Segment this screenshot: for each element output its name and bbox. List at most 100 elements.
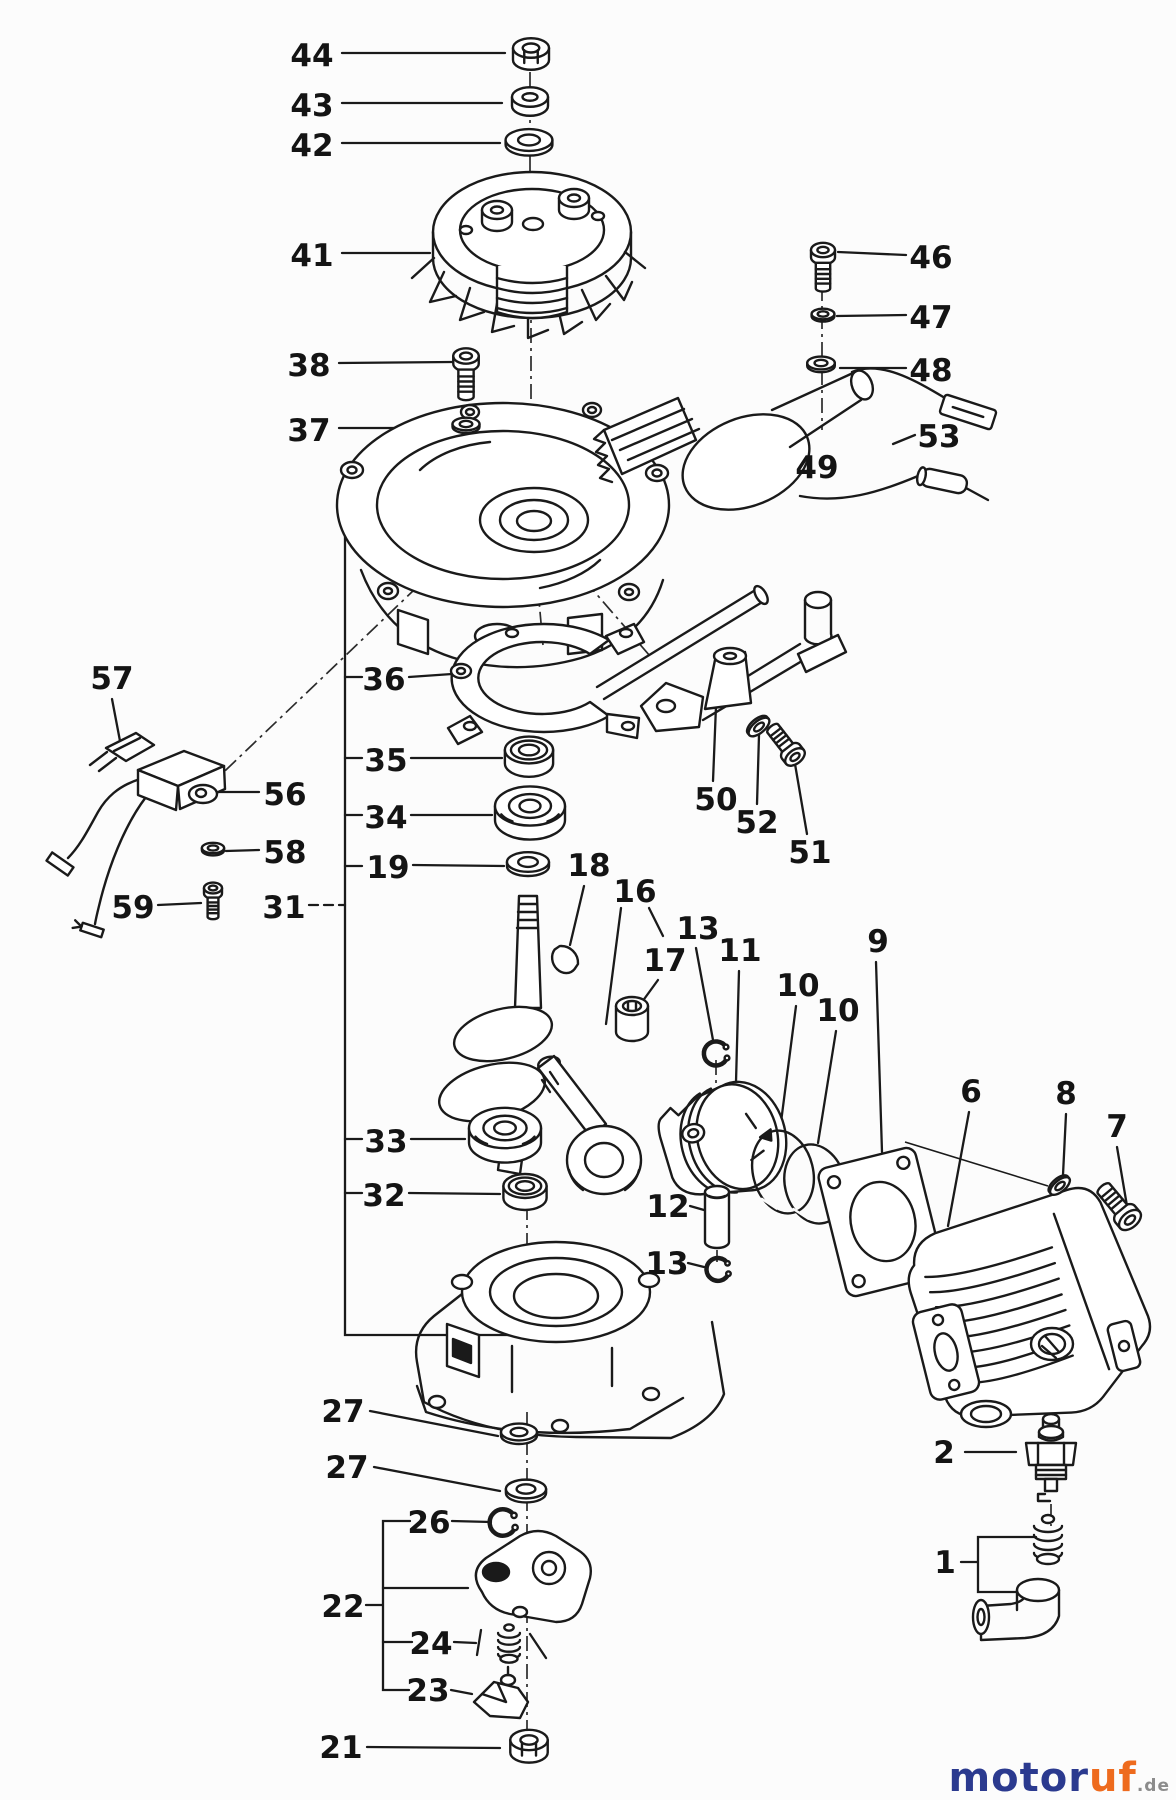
part-number-label: 21 [319,1730,362,1766]
flywheel-drawing [410,170,647,340]
spade-terminal-drawing [938,393,998,431]
part-number-label: 10 [776,968,819,1004]
part-number-label: 33 [364,1124,407,1160]
leader-line [640,978,660,1004]
module-washer-drawing [201,842,225,856]
ball-bearing-upper-drawing [494,785,566,841]
bolt-washer-drawing [451,417,481,434]
piston-ring-drawing [750,1129,816,1215]
assembly-centerline [547,537,651,657]
shaft-nut-drawing [509,1728,549,1764]
leader-lines [110,51,1129,1750]
leader-line [688,1204,706,1212]
cam-spring-drawing [497,1623,521,1664]
rotor-cam-drawing [474,1529,592,1624]
coil-flat-washer-drawing [806,356,836,373]
flange-bolt-drawing [452,347,480,402]
crankcase-lower-drawing [414,1240,726,1440]
watermark-suffix: .de [1137,1776,1170,1796]
ignition-coil-drawing [592,367,998,701]
ignition-module-drawing [45,731,227,939]
module-screw-drawing [203,881,223,920]
part-number-label: 50 [694,782,737,818]
part-number-label: 58 [263,835,306,871]
leader-line [407,1191,502,1196]
mount-bolt-drawing [761,718,809,771]
piston-pin-drawing [703,1184,731,1250]
part-number-label: 53 [917,419,960,455]
watermark-brand-blue: motor [948,1755,1089,1800]
mount-tab-drawing [1106,1319,1142,1373]
leader-line [816,1029,838,1145]
pin-circlip-lower-drawing [706,1258,730,1281]
leader-line [411,863,506,868]
part-number-label: 8 [1055,1076,1077,1112]
spark-plug-drawing [1024,1412,1078,1503]
cylinder-gasket-drawing [817,1146,945,1298]
part-number-label: 10 [816,993,859,1029]
lever-clamp-drawing [472,1665,530,1720]
leader-line [686,1261,706,1269]
part-number-label: 24 [409,1626,452,1662]
wire-plug-57-drawing [88,731,156,773]
leader-line [449,1688,474,1696]
case-washer-upper-drawing [500,1422,538,1445]
part-number-label: 36 [362,662,405,698]
engine-mount-drawing [639,590,848,733]
part-number-label: 23 [406,1673,449,1709]
part-number-label: 27 [321,1394,364,1430]
bracket-line [976,1535,1038,1594]
leader-line [836,250,908,257]
ball-bearing-lower-drawing [468,1106,542,1164]
part-number-label: 47 [909,300,952,336]
part-number-label: 38 [287,348,330,384]
oil-seal-lower-drawing [502,1173,548,1211]
leader-line [407,672,454,679]
leader-line [711,704,718,783]
part-number-label: 27 [325,1450,368,1486]
part-number-label: 31 [262,890,305,926]
part-number-label: 42 [290,128,333,164]
part-number-label: 16 [613,874,656,910]
leader-line [450,1519,493,1524]
needle-bearing-drawing [614,995,650,1043]
bracket-line [528,1632,548,1660]
part-number-label: 1 [934,1545,956,1581]
watermark-logo: motoruf.de [948,1755,1170,1800]
leader-line [694,946,715,1042]
leader-line [452,1640,478,1645]
leader-line [755,733,761,806]
crankcase-upper-drawing [335,401,671,669]
watermark-brand-orange: uf [1089,1755,1137,1800]
elbow-fitting-drawing [971,1577,1061,1642]
part-number-label: 37 [287,413,330,449]
part-number-label: 11 [718,933,761,969]
leader-line [891,433,917,446]
part-number-label: 49 [795,450,838,486]
part-number-label: 56 [263,777,306,813]
part-number-label: 2 [933,1435,955,1471]
part-number-label: 18 [567,848,610,884]
collar-washer-drawing [511,86,549,117]
woodruff-key-drawing [550,944,580,975]
part-number-label: 13 [676,911,719,947]
leader-line [372,1465,502,1493]
crankcase-gasket-drawing [446,622,646,746]
leader-line [568,884,586,947]
wire-connector-drawing [915,466,969,495]
part-number-label: 46 [909,240,952,276]
oil-seal-upper-drawing [504,735,554,778]
bracket-line [475,1628,483,1657]
leader-line [835,313,908,318]
part-number-label: 35 [364,743,407,779]
part-number-label: 48 [909,353,952,389]
piston-drawing [657,1080,788,1196]
leader-line [946,1110,971,1228]
cam-circlip-drawing [490,1509,518,1535]
leader-line [1061,1112,1068,1177]
leader-line [778,1004,798,1132]
leader-line [874,960,884,1154]
leader-line [793,762,809,836]
exhaust-flange-drawing [911,1303,981,1401]
